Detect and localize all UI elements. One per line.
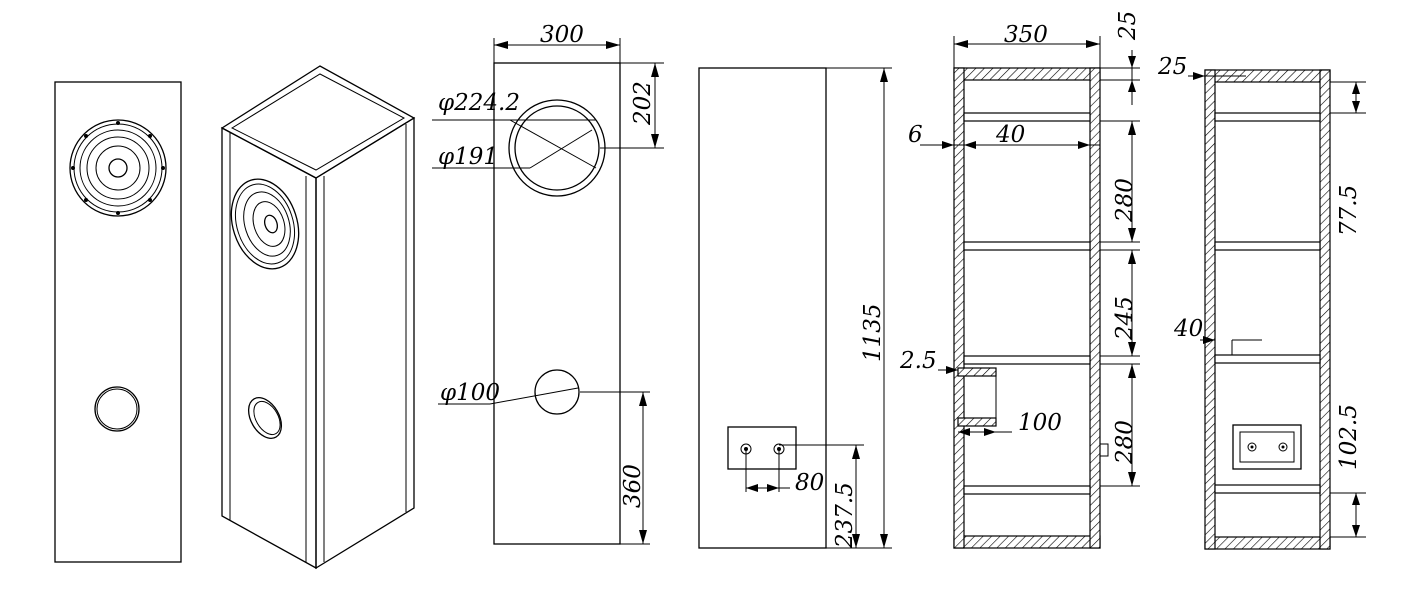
- dim-shelf-thickness: 2.5: [899, 348, 937, 374]
- cabinet-top: [220, 65, 416, 179]
- dim-woofer-outer: φ224.2: [438, 90, 520, 116]
- dim-gap-middle: 245: [1112, 296, 1138, 341]
- dim-back-thickness: 25: [1157, 54, 1187, 80]
- front-panel-dimensioned: [493, 62, 621, 545]
- dim-terminal-spacing: 80: [795, 470, 824, 496]
- dim-total-height: 1135: [860, 303, 886, 362]
- terminal-plate: [727, 426, 797, 470]
- front-view: [54, 81, 182, 563]
- dim-side-width: 350: [1004, 22, 1048, 48]
- rear-panel-outline: [698, 67, 827, 549]
- dim-top-thickness: 25: [1115, 11, 1141, 41]
- dim-port-bottom: 360: [620, 464, 646, 508]
- dim-shelf-depth: 40: [995, 122, 1025, 148]
- dim-back-shelf: 40: [1173, 316, 1203, 342]
- back-section-view: 25 77.5 40 102.5: [1157, 54, 1366, 550]
- bottom-panel: [953, 535, 1101, 549]
- woofer-outer-circle: [508, 99, 606, 197]
- front-wall: [953, 67, 965, 549]
- dim-woofer-cutout: φ191: [438, 144, 498, 170]
- dim-gap-lower: 280: [1112, 420, 1138, 465]
- side-section-view: 350 25 6 40 280 245 2.5: [899, 11, 1141, 549]
- dim-terminal-height: 237.5: [832, 482, 858, 549]
- isometric-view: [220, 65, 416, 570]
- dim-gap-upper: 280: [1112, 178, 1138, 223]
- dim-port-diameter: φ100: [440, 380, 500, 406]
- dim-back-lower: 102.5: [1336, 404, 1362, 470]
- back-terminal-plate: [1232, 424, 1302, 470]
- woofer-cutout-circle: [514, 105, 600, 191]
- port-circle: [534, 369, 580, 415]
- dim-front-width: 300: [540, 22, 584, 48]
- rear-view: 80 237.5 1135: [698, 67, 892, 549]
- woofer-driver: [69, 119, 167, 217]
- iso-woofer: [230, 178, 300, 270]
- iso-port: [247, 397, 283, 439]
- dim-back-upper: 77.5: [1336, 185, 1362, 236]
- dim-port-length: 100: [1018, 410, 1062, 436]
- rear-wall: [1089, 67, 1101, 549]
- cabinet-side: [315, 116, 415, 570]
- dim-inner-offset: 6: [908, 122, 923, 148]
- top-panel: [953, 67, 1101, 81]
- front-panel-outline: [54, 81, 182, 563]
- front-dimension-view: 300 φ224.2 φ191 202 φ100 360: [432, 22, 664, 545]
- bass-port: [94, 386, 140, 432]
- dim-woofer-top: 202: [630, 81, 656, 126]
